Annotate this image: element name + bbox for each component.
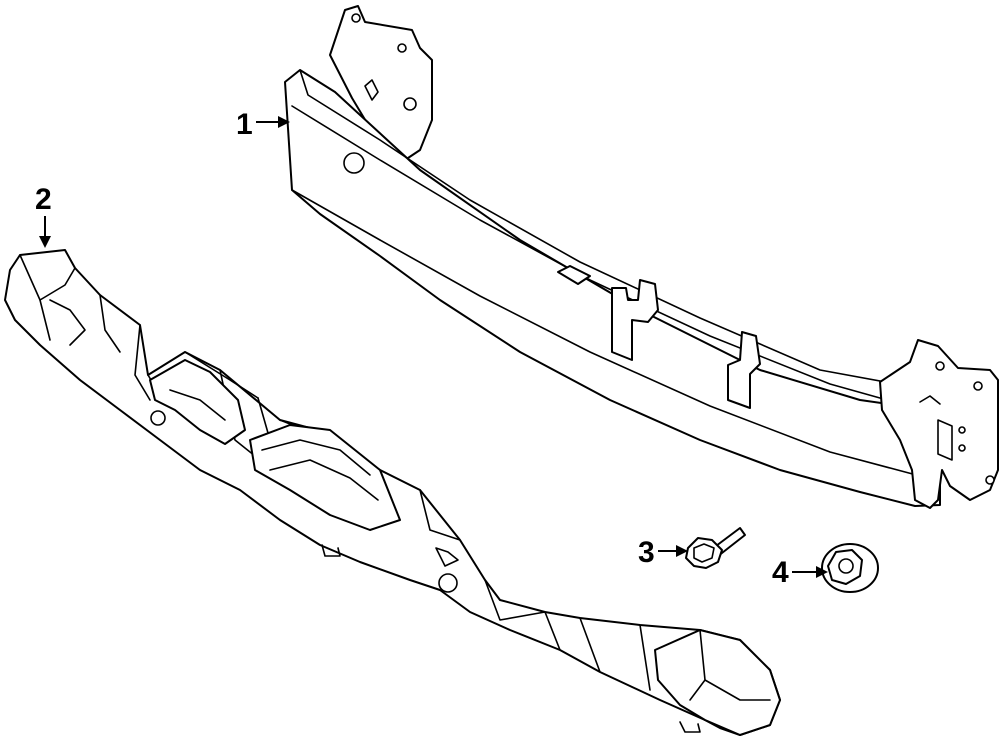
callout-3-label: 3 (638, 536, 655, 569)
callout-4: 4 (772, 556, 828, 589)
callout-1-label: 1 (236, 108, 253, 141)
nut (821, 543, 879, 593)
callout-2-label: 2 (35, 183, 52, 216)
callout-4-label: 4 (772, 556, 789, 589)
energy-absorber (4, 249, 781, 736)
reinforcement-beam (284, 5, 999, 509)
callout-3: 3 (638, 536, 688, 569)
bolt (685, 527, 746, 569)
callout-2: 2 (35, 183, 52, 248)
callout-1: 1 (236, 108, 290, 141)
